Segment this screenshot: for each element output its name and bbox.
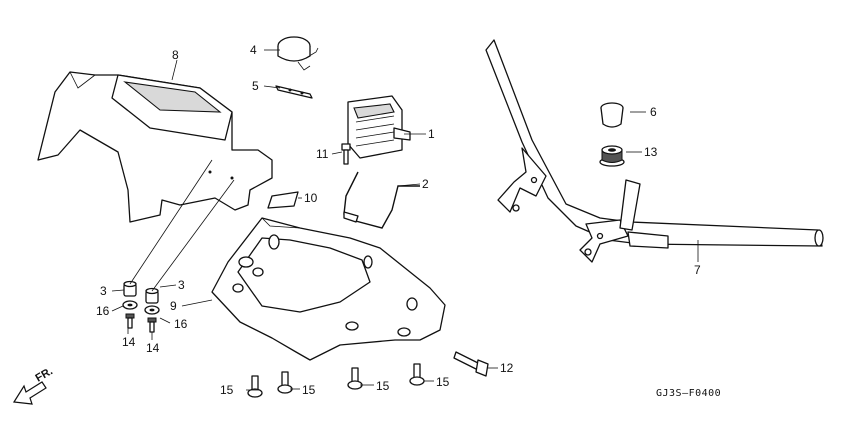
callout-3-left: 3 bbox=[100, 284, 107, 298]
callout-1: 1 bbox=[428, 127, 435, 141]
callout-8: 8 bbox=[172, 48, 179, 62]
callout-6: 6 bbox=[650, 105, 657, 119]
flange-bolt bbox=[453, 351, 489, 377]
wire-bracket bbox=[343, 171, 420, 229]
cap-nut bbox=[600, 102, 624, 128]
callout-15-1: 15 bbox=[220, 383, 234, 397]
front-handlebar-cover bbox=[37, 71, 273, 223]
callout-3-right: 3 bbox=[178, 278, 185, 292]
callout-12: 12 bbox=[500, 361, 514, 375]
flange-nut bbox=[599, 145, 625, 167]
callout-14-right: 14 bbox=[146, 341, 160, 355]
horn-stay bbox=[275, 85, 313, 99]
rubber-pad bbox=[267, 191, 299, 209]
tapping-screw-1 bbox=[247, 375, 263, 398]
washer-left bbox=[122, 300, 138, 310]
steering-handlebar bbox=[485, 39, 824, 263]
callout-11: 11 bbox=[316, 147, 329, 161]
callout-labels: 1 2 3 3 4 5 6 7 8 9 10 11 12 13 14 14 15… bbox=[96, 43, 701, 397]
callout-15-4: 15 bbox=[436, 375, 450, 389]
horn bbox=[277, 36, 319, 71]
callout-16-left: 16 bbox=[96, 304, 110, 318]
leader-lines bbox=[111, 49, 699, 391]
washer-right bbox=[144, 305, 160, 315]
front-arrow-icon bbox=[12, 381, 47, 405]
callout-15-3: 15 bbox=[376, 379, 390, 393]
callout-2: 2 bbox=[422, 177, 429, 191]
callout-15-2: 15 bbox=[302, 383, 316, 397]
callout-16-right: 16 bbox=[174, 317, 188, 331]
callout-14-left: 14 bbox=[122, 335, 136, 349]
callout-7: 7 bbox=[694, 263, 701, 277]
tapping-screw-3 bbox=[347, 367, 363, 390]
callout-5: 5 bbox=[252, 79, 259, 93]
rear-handlebar-cover bbox=[211, 217, 446, 361]
callout-13: 13 bbox=[644, 145, 658, 159]
screw-left bbox=[125, 313, 135, 329]
front-direction-indicator: FR. bbox=[12, 365, 55, 405]
regulator-rectifier bbox=[347, 95, 411, 159]
callout-4: 4 bbox=[250, 43, 257, 57]
callout-10: 10 bbox=[304, 191, 318, 205]
callout-9: 9 bbox=[170, 299, 177, 313]
drawing-code: GJ3S–F0400 bbox=[656, 388, 721, 399]
front-label: FR. bbox=[34, 365, 55, 384]
tapping-screw-2 bbox=[277, 371, 293, 394]
bolt-11 bbox=[341, 143, 351, 165]
screw-right bbox=[147, 317, 157, 333]
tapping-screw-4 bbox=[409, 363, 425, 386]
